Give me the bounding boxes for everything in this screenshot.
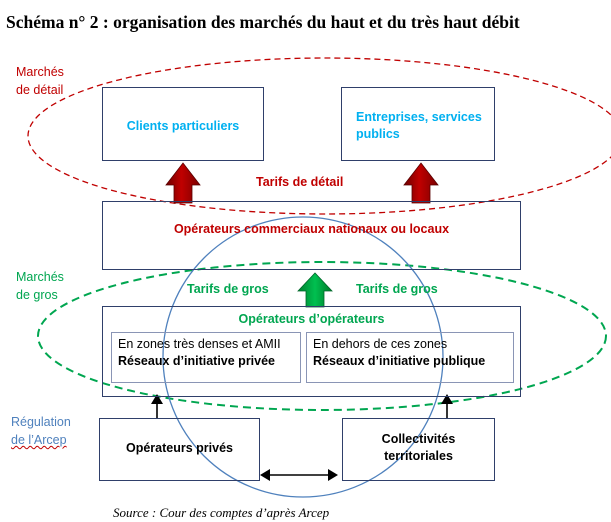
wholesale-market-ellipse [37, 261, 607, 411]
wholesale-tariffs-label-left: Tarifs de gros [187, 282, 269, 296]
operators-of-operators-box: Opérateurs d’opérateurs En zones très de… [102, 306, 521, 397]
dense-zones-box: En zones très denses et AMII Réseaux d’i… [111, 332, 301, 383]
private-operators-label: Opérateurs privés [126, 441, 233, 455]
outside-zones-box: En dehors de ces zones Réseaux d’initiat… [306, 332, 514, 383]
local-authorities-up-arrow [441, 394, 453, 418]
enterprises-box: Entreprises, services publics [341, 87, 495, 161]
outside-zones-line1: En dehors de ces zones [313, 337, 448, 351]
local-authorities-line1: Collectivités [381, 432, 456, 446]
local-authorities-label: Collectivités territoriales [343, 431, 494, 465]
private-operators-box: Opérateurs privés [99, 418, 260, 481]
local-authorities-box: Collectivités territoriales [342, 418, 495, 481]
retail-arrow-right [403, 162, 439, 204]
source-caption: Source : Cour des comptes d’après Arcep [113, 505, 330, 520]
enterprises-label-line1: Entreprises, services [356, 110, 482, 124]
operators-of-operators-label: Opérateurs d’opérateurs [238, 312, 385, 326]
regulation-circle [162, 216, 444, 498]
retail-arrow-left [165, 162, 201, 204]
enterprises-label-line2: publics [356, 127, 400, 141]
retail-market-label-line2: de détail [16, 83, 64, 97]
regulation-label: Régulation de l’Arcep [11, 413, 71, 449]
wholesale-tariffs-label-right: Tarifs de gros [356, 282, 438, 296]
private-operators-up-arrow [151, 394, 163, 418]
enterprises-label: Entreprises, services publics [356, 109, 482, 143]
double-arrow [260, 469, 338, 481]
retail-market-ellipse [27, 57, 611, 215]
clients-label: Clients particuliers [126, 119, 240, 133]
retail-market-label: Marchés de détail [16, 63, 64, 99]
dense-zones-line2: Réseaux d’initiative privée [118, 354, 276, 368]
retail-market-label-line1: Marchés [16, 65, 64, 79]
page-title: Schéma n° 2 : organisation des marchés d… [6, 12, 520, 32]
retail-tariffs-label: Tarifs de détail [256, 175, 344, 189]
wholesale-arrow [297, 272, 333, 308]
wholesale-market-label-line1: Marchés [16, 270, 64, 284]
clients-box: Clients particuliers [102, 87, 264, 161]
commercial-operators-label: Opérateurs commerciaux nationaux ou loca… [173, 222, 450, 236]
dense-zones-line1: En zones très denses et AMII [118, 337, 281, 351]
outside-zones-line2: Réseaux d’initiative publique [313, 354, 486, 368]
local-authorities-line2: territoriales [384, 449, 453, 463]
wholesale-market-label: Marchés de gros [16, 268, 64, 304]
regulation-label-line1: Régulation [11, 415, 71, 429]
regulation-label-line2: de l’Arcep [11, 433, 67, 447]
commercial-operators-box: Opérateurs commerciaux nationaux ou loca… [102, 201, 521, 270]
wholesale-market-label-line2: de gros [16, 288, 58, 302]
